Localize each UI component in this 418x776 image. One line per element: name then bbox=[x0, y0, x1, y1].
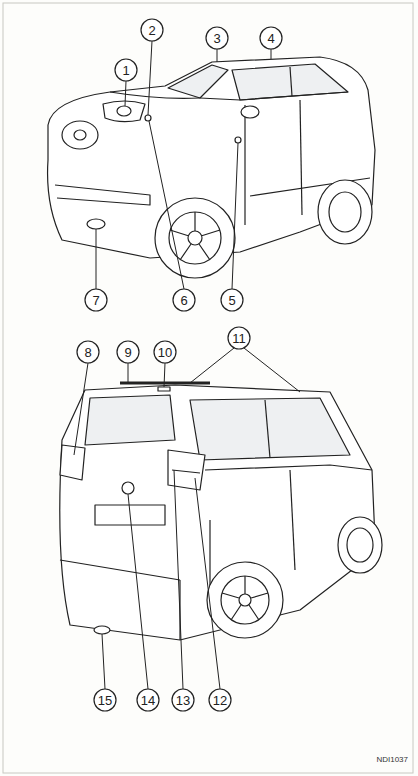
callout-number: 4 bbox=[267, 32, 274, 45]
leader-lines bbox=[74, 41, 300, 689]
callout-number: 11 bbox=[232, 332, 246, 345]
callout-number: 1 bbox=[122, 64, 129, 77]
callout-circles bbox=[77, 19, 282, 711]
callout-number: 2 bbox=[148, 24, 155, 37]
callout-number: 5 bbox=[228, 294, 235, 307]
callout-number: 7 bbox=[92, 294, 99, 307]
callout-number: 12 bbox=[213, 694, 227, 707]
figure-code: NDI1037 bbox=[376, 756, 408, 764]
callout-number: 8 bbox=[84, 346, 91, 359]
callout-number: 10 bbox=[158, 346, 172, 359]
callout-number: 14 bbox=[141, 694, 155, 707]
callout-number: 6 bbox=[180, 294, 187, 307]
callout-number: 3 bbox=[213, 32, 220, 45]
callout-number: 13 bbox=[176, 694, 190, 707]
callout-number: 15 bbox=[98, 694, 112, 707]
callout-number: 9 bbox=[124, 346, 131, 359]
